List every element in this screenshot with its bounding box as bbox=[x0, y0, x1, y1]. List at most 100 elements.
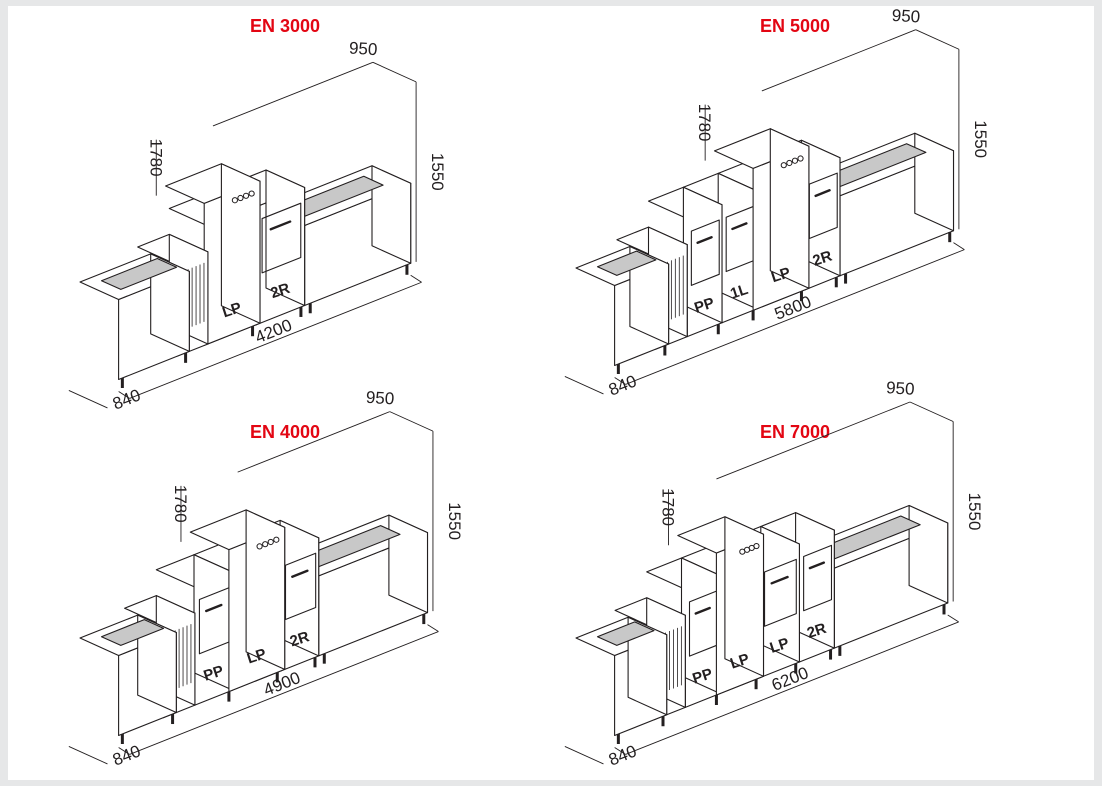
depth-dimension-line bbox=[564, 746, 604, 765]
width-dimension-line bbox=[909, 401, 954, 422]
model-title-en5000: EN 5000 bbox=[760, 16, 831, 36]
inlet-belt bbox=[100, 257, 178, 290]
control-hood-side bbox=[769, 128, 810, 289]
height-dimension-label: 1550 bbox=[971, 120, 990, 158]
extension-line bbox=[118, 391, 130, 399]
door-panel bbox=[261, 202, 302, 274]
exit-table-side bbox=[388, 514, 429, 614]
machine-outline bbox=[79, 163, 412, 388]
door-handle bbox=[808, 561, 826, 570]
depth-dimension-label: 840 bbox=[606, 741, 639, 769]
control-hood-side bbox=[724, 516, 765, 677]
module-label: 2R bbox=[288, 628, 312, 650]
module-label: LP bbox=[768, 635, 791, 657]
length-dimension-line bbox=[625, 621, 959, 755]
length-dimension-line bbox=[129, 281, 422, 399]
depth-dimension-label: 840 bbox=[110, 741, 143, 769]
door-handle bbox=[205, 603, 223, 613]
hood-height-dimension-label: 1780 bbox=[658, 488, 677, 526]
height-dimension-label: 1550 bbox=[445, 502, 464, 540]
control-knob bbox=[242, 192, 250, 199]
length-dimension-line bbox=[625, 249, 965, 385]
machine-outline bbox=[79, 509, 429, 744]
control-knob bbox=[231, 197, 238, 204]
height-dimension-label: 1550 bbox=[428, 153, 447, 191]
model-title-en3000: EN 3000 bbox=[250, 16, 321, 36]
control-knob bbox=[786, 159, 793, 167]
control-hood-side bbox=[220, 163, 261, 324]
door-handle bbox=[696, 236, 713, 244]
width-dimension-line bbox=[372, 61, 417, 83]
extension-line bbox=[953, 242, 965, 251]
dimension-lines bbox=[68, 61, 422, 409]
door-handle bbox=[770, 575, 789, 585]
hood-height-dimension-label: 1780 bbox=[171, 485, 190, 523]
control-knob bbox=[791, 157, 799, 164]
extension-line bbox=[614, 747, 626, 755]
door-handle bbox=[269, 220, 292, 231]
depth-dimension-label: 840 bbox=[606, 371, 639, 399]
control-knob bbox=[262, 541, 269, 548]
dimension-lines bbox=[68, 411, 439, 765]
inlet-belt bbox=[596, 250, 657, 276]
inlet-belt bbox=[100, 619, 165, 646]
extension-line bbox=[614, 377, 626, 385]
width-dimension-label: 950 bbox=[365, 388, 394, 409]
width-dimension-label: 950 bbox=[886, 378, 915, 399]
dimension-lines bbox=[564, 401, 959, 765]
inlet-belt bbox=[596, 621, 655, 646]
width-dimension-label: 950 bbox=[349, 39, 378, 60]
control-knob bbox=[267, 538, 274, 546]
control-knob bbox=[753, 542, 760, 550]
door-handle bbox=[694, 606, 711, 615]
extension-line bbox=[427, 624, 439, 632]
module-label: LP bbox=[220, 299, 243, 321]
inlet-table-side bbox=[137, 614, 177, 714]
control-knob bbox=[256, 543, 263, 550]
module-label: 2R bbox=[269, 280, 293, 302]
module-label: 1L bbox=[728, 281, 750, 303]
exit-table-side bbox=[908, 504, 949, 604]
module-label: PP bbox=[692, 294, 716, 316]
depth-dimension-line bbox=[68, 746, 108, 765]
inlet-table-side bbox=[629, 245, 670, 345]
hood-height-dimension-label: 1780 bbox=[695, 104, 714, 142]
depth-dimension-line bbox=[564, 376, 604, 395]
door-panel bbox=[284, 552, 317, 621]
width-dimension-line bbox=[389, 411, 434, 432]
extension-line bbox=[410, 274, 422, 283]
model-title-en4000: EN 4000 bbox=[250, 422, 321, 442]
inlet-table-side bbox=[627, 616, 668, 716]
hood-height-dimension-label: 1780 bbox=[146, 139, 165, 177]
door-handle bbox=[291, 569, 309, 578]
door-handle bbox=[814, 189, 831, 198]
inlet-table-side bbox=[150, 253, 190, 352]
extension-line bbox=[118, 747, 130, 755]
exit-table-side bbox=[914, 132, 955, 232]
module-label: 2R bbox=[805, 620, 829, 642]
module-label: LP bbox=[728, 650, 751, 672]
control-knob bbox=[248, 190, 255, 197]
extension-line bbox=[761, 29, 916, 92]
door-panel bbox=[803, 544, 833, 612]
extension-line bbox=[212, 61, 374, 127]
control-knob bbox=[237, 194, 244, 202]
control-hood-side bbox=[245, 509, 286, 670]
door-handle bbox=[731, 222, 748, 231]
control-knob bbox=[273, 536, 280, 543]
module-label: PP bbox=[201, 662, 225, 684]
model-title-en7000: EN 7000 bbox=[760, 422, 831, 442]
door-panel bbox=[690, 219, 720, 286]
module-label: LP bbox=[245, 645, 268, 667]
module-label: LP bbox=[769, 264, 792, 286]
module-label: PP bbox=[690, 665, 714, 687]
module-1-side bbox=[265, 169, 306, 307]
extension-line bbox=[947, 614, 959, 623]
depth-dimension-label: 840 bbox=[110, 385, 143, 413]
machine-outline bbox=[575, 504, 949, 744]
extension-line bbox=[237, 411, 390, 473]
